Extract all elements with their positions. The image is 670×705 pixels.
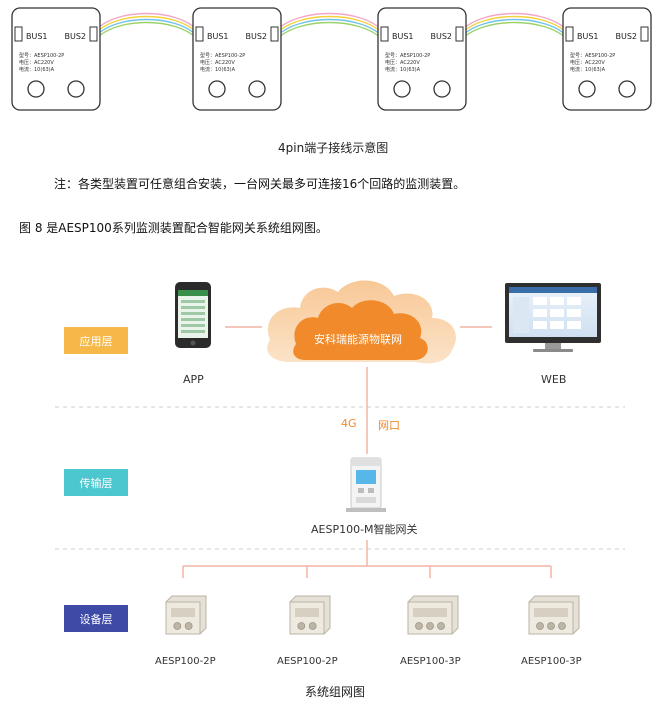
cloud-icon [267,280,456,364]
module-body [377,7,467,111]
link-4g-label: 4G [341,417,357,430]
bus-wires [95,12,568,40]
module-spec-line: 电流：10(63)A [19,66,55,73]
module-body [11,7,101,111]
module-spec-line: 型号：AESP100-2P [385,52,430,59]
bus-wire [461,18,568,37]
bus-wire [95,18,198,37]
terminal-screw-icon [27,80,45,98]
terminal-screw-icon [67,80,85,98]
cloud-label: 安科瑞能源物联网 [314,332,402,346]
module-spec-line: 型号：AESP100-2P [19,52,64,59]
bus1-label: BUS1 [26,32,48,41]
device-label: AESP100-3P [521,656,582,667]
module-body [192,7,282,111]
module-spec-line: 型号：AESP100-2P [570,52,615,59]
meter-device-icon [165,595,207,635]
app-label: APP [183,373,204,386]
meter-device-icon [528,595,580,635]
bus2-port-icon [640,26,649,42]
bus-wire [95,12,198,31]
module-body [562,7,652,111]
module-spec-line: 电流：10(63)A [385,66,421,73]
module-spec-line: 型号：AESP100-2P [200,52,245,59]
bus-wire [95,21,198,40]
device-icons [165,595,580,635]
bus2-port-icon [89,26,98,42]
layer-transport: 传输层 [64,469,128,496]
topology-links [182,326,552,578]
bus1-port-icon [195,26,204,42]
terminal-screw-icon [618,80,636,98]
module-spec-line: 电压：AC220V [19,59,54,66]
bus1-port-icon [380,26,389,42]
bus-wire [276,18,383,37]
module-spec-line: 电压：AC220V [570,59,605,66]
bus2-label: BUS2 [430,32,452,41]
module-spec-line: 电压：AC220V [385,59,420,66]
web-label: WEB [541,373,567,386]
bus2-port-icon [455,26,464,42]
terminal-screw-icon [578,80,596,98]
meter-device-icon [407,595,459,635]
layer-device: 设备层 [64,605,128,632]
bus1-port-icon [565,26,574,42]
bus-wire [461,12,568,31]
bus2-label: BUS2 [64,32,86,41]
bus2-label: BUS2 [615,32,637,41]
device-label: AESP100-2P [155,656,216,667]
bus-wire [461,15,568,34]
monitor-icon [505,283,601,352]
device-label: AESP100-3P [400,656,461,667]
module-spec-line: 电压：AC220V [200,59,235,66]
bus1-port-icon [14,26,23,42]
terminal-screw-icon [208,80,226,98]
wiring-caption: 4pin端子接线示意图 [278,141,389,155]
bus2-port-icon [270,26,279,42]
figure-intro: 图 8 是AESP100系列监测装置配合智能网关系统组网图。 [19,221,328,235]
bus-wire [276,15,383,34]
bus1-label: BUS1 [207,32,229,41]
bus2-label: BUS2 [245,32,267,41]
terminal-screw-icon [393,80,411,98]
module-spec-line: 电流：10(63)A [200,66,236,73]
layer-application: 应用层 [64,327,128,354]
bus-wire [461,21,568,40]
terminal-screw-icon [433,80,451,98]
bus-wire [276,12,383,31]
bus-wire [95,15,198,34]
bus1-label: BUS1 [577,32,599,41]
device-label: AESP100-2P [277,656,338,667]
module-spec-line: 电流：10(63)A [570,66,606,73]
gateway-label: AESP100-M智能网关 [311,523,418,536]
bus-wire [276,21,383,40]
meter-device-icon [289,595,331,635]
gateway-icon [346,457,386,512]
terminal-screw-icon [248,80,266,98]
smartphone-icon [175,282,211,348]
topology-caption: 系统组网图 [305,685,366,699]
link-net-label: 网口 [378,419,400,432]
note-text: 注：各类型装置可任意组合安装，一台网关最多可连接16个回路的监测装置。 [54,177,466,191]
bus1-label: BUS1 [392,32,414,41]
